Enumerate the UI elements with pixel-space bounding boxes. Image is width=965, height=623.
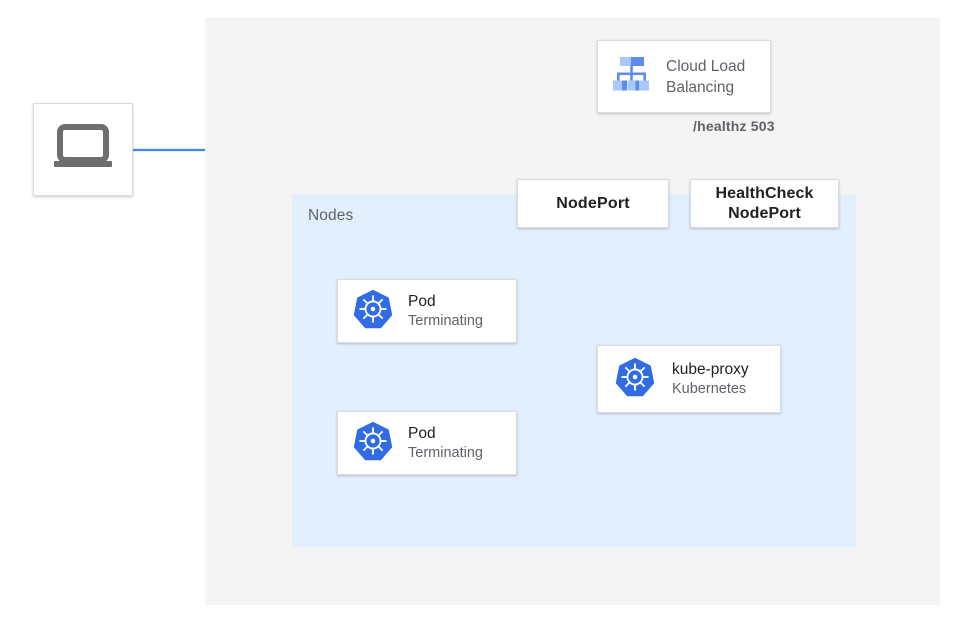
cloud-load-balancing-node[interactable]: Cloud Load Balancing — [597, 40, 771, 113]
kubernetes-icon — [352, 420, 394, 467]
cloud-load-balancing-label: Cloud Load Balancing — [666, 56, 745, 98]
healthcheck-nodeport-label: HealthCheck NodePort — [715, 184, 813, 224]
pod-1-title: Pod — [408, 292, 436, 310]
pod-1-status: Terminating — [408, 312, 483, 329]
nodeport-node[interactable]: NodePort — [517, 179, 669, 228]
cloud-load-balancing-icon — [610, 54, 654, 99]
healthcheck-nodeport-node[interactable]: HealthCheck NodePort — [690, 179, 839, 228]
pod-node-2[interactable]: Pod Terminating — [337, 411, 517, 475]
kube-proxy-title: kube-proxy — [672, 360, 749, 378]
pod-2-status: Terminating — [408, 444, 483, 461]
kubernetes-icon — [352, 288, 394, 335]
nodes-panel-label: Nodes — [308, 207, 354, 224]
healthcheck-nodeport-line-1: HealthCheck — [715, 184, 814, 202]
healthcheck-nodeport-line-2: NodePort — [728, 204, 801, 222]
kube-proxy-node[interactable]: kube-proxy Kubernetes — [597, 345, 781, 413]
pod-2-text: Pod Terminating — [408, 424, 483, 463]
pod-node-1[interactable]: Pod Terminating — [337, 279, 517, 343]
kube-proxy-text: kube-proxy Kubernetes — [672, 360, 749, 399]
healthz-status-label: /healthz 503 — [693, 118, 775, 134]
kube-proxy-subtitle: Kubernetes — [672, 380, 747, 397]
pod-1-text: Pod Terminating — [408, 292, 483, 331]
laptop-icon — [52, 123, 114, 176]
pod-2-title: Pod — [408, 424, 436, 442]
nodeport-label: NodePort — [556, 194, 630, 212]
cloud-load-balancing-line-2: Balancing — [666, 78, 735, 96]
kubernetes-icon — [614, 356, 656, 403]
client-laptop-node[interactable] — [33, 103, 133, 196]
cloud-load-balancing-line-1: Cloud Load — [666, 57, 746, 75]
